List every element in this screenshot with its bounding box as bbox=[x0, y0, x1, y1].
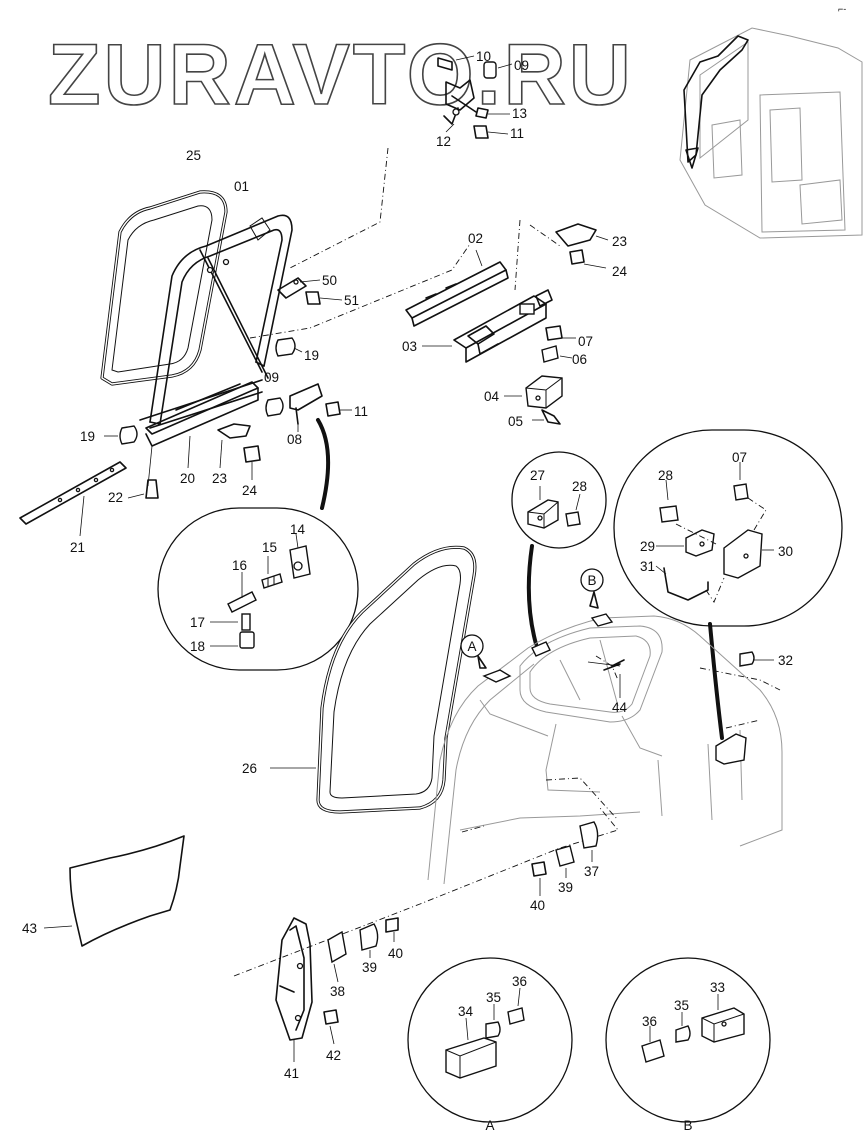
callout-13: 13 bbox=[512, 106, 527, 121]
detail-title-a: A bbox=[485, 1118, 494, 1133]
callout-33: 33 bbox=[710, 980, 725, 995]
callout-31: 31 bbox=[640, 559, 655, 574]
glass-panel-43 bbox=[43, 835, 185, 947]
callout-37: 37 bbox=[584, 864, 599, 879]
latch-50-51 bbox=[277, 277, 343, 305]
callout-11: 11 bbox=[510, 126, 524, 141]
carrier-03 bbox=[422, 289, 553, 363]
callout-44: 44 bbox=[612, 700, 628, 715]
callout-24-upper: 24 bbox=[612, 264, 628, 279]
callout-28-large: 28 bbox=[658, 468, 673, 483]
callout-24-lower: 24 bbox=[242, 483, 258, 498]
assembly-line-3 bbox=[514, 219, 521, 291]
callout-09: 09 bbox=[514, 58, 529, 73]
svg-text:B: B bbox=[587, 573, 596, 588]
watermark: ZURAVTO.RU bbox=[48, 27, 634, 123]
callout-32: 32 bbox=[778, 653, 793, 668]
callout-27: 27 bbox=[530, 468, 545, 483]
bracket-04-bolt-05 bbox=[504, 375, 563, 425]
callout-40-left: 40 bbox=[388, 946, 403, 961]
stopper-23-24-upper bbox=[555, 223, 609, 269]
callout-39-right: 39 bbox=[558, 880, 573, 895]
callout-30: 30 bbox=[778, 544, 793, 559]
callout-05: 05 bbox=[508, 414, 523, 429]
callout-17: 17 bbox=[190, 615, 205, 630]
callout-23-upper: 23 bbox=[612, 234, 627, 249]
door-lock-41 bbox=[275, 917, 399, 1062]
callout-28-small: 28 bbox=[572, 479, 587, 494]
callout-26: 26 bbox=[242, 761, 257, 776]
detail-bubble-27-28 bbox=[511, 451, 607, 549]
callout-35-b: 35 bbox=[674, 998, 689, 1013]
callout-35-a: 35 bbox=[486, 990, 501, 1005]
callout-12: 12 bbox=[436, 134, 451, 149]
view-marker-a: A bbox=[460, 634, 487, 669]
bolt-44 bbox=[587, 661, 621, 667]
detail-title-b: B bbox=[683, 1118, 692, 1133]
callout-39-left: 39 bbox=[362, 960, 377, 975]
window-seal-25 bbox=[100, 190, 228, 386]
callout-43: 43 bbox=[22, 921, 37, 936]
assembly-line-2 bbox=[249, 243, 471, 339]
callout-07-upper: 07 bbox=[578, 334, 593, 349]
callout-19-left: 19 bbox=[80, 429, 95, 444]
callout-03: 03 bbox=[402, 339, 417, 354]
detail-link-28-31 bbox=[708, 622, 724, 740]
detail-bubble-28-31 bbox=[613, 429, 843, 627]
callout-08: 08 bbox=[287, 432, 302, 447]
callout-51: 51 bbox=[344, 293, 359, 308]
callout-01: 01 bbox=[234, 179, 249, 194]
callout-09-lower: 09 bbox=[264, 370, 279, 385]
roller-19 bbox=[104, 337, 303, 445]
callout-10: 10 bbox=[476, 49, 491, 64]
callout-42: 42 bbox=[326, 1048, 341, 1063]
callout-22: 22 bbox=[108, 490, 123, 505]
top-hinge-assembly bbox=[437, 55, 513, 139]
callout-21: 21 bbox=[70, 540, 85, 555]
svg-text:A: A bbox=[467, 639, 476, 654]
callout-labels: 25 01 10 09 13 11 12 50 51 19 09 11 08 1… bbox=[22, 49, 793, 1081]
detail-link-27-28 bbox=[526, 544, 538, 646]
roller-06-bolt-07 bbox=[541, 325, 576, 363]
callout-50: 50 bbox=[322, 273, 337, 288]
lower-rail-20-21 bbox=[19, 381, 259, 537]
detail-link-14-18 bbox=[316, 418, 331, 510]
callout-40-right: 40 bbox=[530, 898, 545, 913]
callout-18: 18 bbox=[190, 639, 205, 654]
callout-16: 16 bbox=[232, 558, 247, 573]
corner-mark: ⌐- bbox=[838, 4, 846, 14]
callout-23-lower: 23 bbox=[212, 471, 227, 486]
callout-07-detail: 07 bbox=[732, 450, 747, 465]
cab-body bbox=[233, 615, 783, 977]
callout-14: 14 bbox=[290, 522, 306, 537]
assembly-line-4 bbox=[529, 224, 561, 247]
cab-hinge-parts bbox=[482, 613, 774, 896]
callout-02: 02 bbox=[468, 231, 483, 246]
callout-20: 20 bbox=[180, 471, 195, 486]
callout-25: 25 bbox=[186, 148, 201, 163]
callout-34: 34 bbox=[458, 1004, 474, 1019]
callout-15: 15 bbox=[262, 540, 277, 555]
detail-bubble-14-18 bbox=[157, 507, 359, 671]
stopper-23-24 bbox=[217, 383, 352, 480]
detail-circle-a: A bbox=[407, 957, 573, 1133]
view-marker-b: B bbox=[580, 568, 604, 609]
callout-29: 29 bbox=[640, 539, 655, 554]
callout-36-b: 36 bbox=[642, 1014, 657, 1029]
callout-19-top: 19 bbox=[304, 348, 319, 363]
door-frame-01 bbox=[139, 214, 293, 429]
cab-overview-sketch bbox=[679, 27, 863, 239]
callout-04: 04 bbox=[484, 389, 500, 404]
upper-rail-02 bbox=[405, 249, 509, 327]
callout-06: 06 bbox=[572, 352, 587, 367]
door-seal-26 bbox=[270, 545, 477, 814]
callout-38: 38 bbox=[330, 984, 345, 999]
detail-circle-b: B bbox=[605, 957, 771, 1133]
callout-41: 41 bbox=[284, 1066, 299, 1081]
assembly-line-1 bbox=[289, 147, 389, 269]
callout-36-a: 36 bbox=[512, 974, 527, 989]
callout-11-lower: 11 bbox=[354, 404, 368, 419]
